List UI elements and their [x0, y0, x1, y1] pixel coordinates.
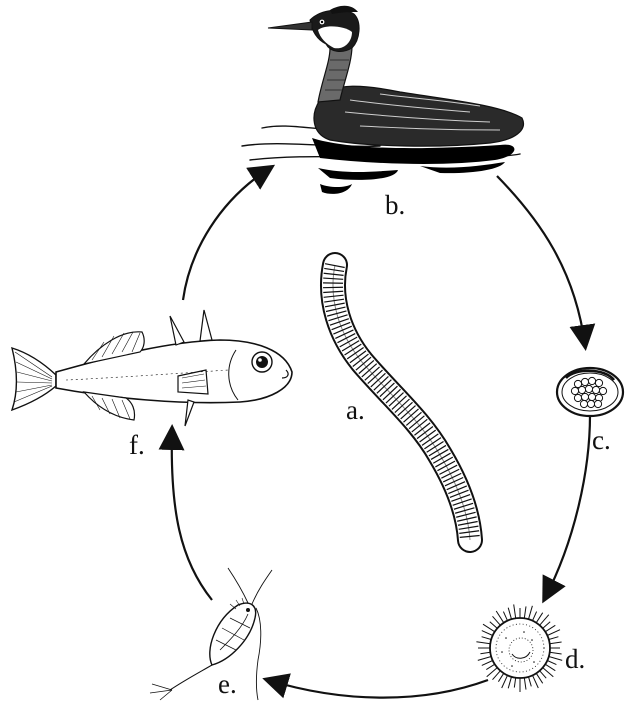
grebe-bird-icon	[242, 6, 523, 194]
stage-label-f: f.	[129, 432, 145, 459]
cilium	[543, 622, 551, 629]
cilium	[503, 612, 507, 621]
cilium	[547, 661, 556, 665]
cilium	[549, 657, 562, 661]
cilium	[529, 677, 532, 687]
cilium	[536, 673, 543, 683]
cilium	[524, 678, 526, 690]
cilium	[483, 624, 495, 632]
cilium	[550, 652, 562, 654]
cilium	[502, 675, 508, 688]
arrow-b-to-c	[497, 176, 585, 345]
arrow-f-to-b	[183, 168, 270, 300]
cilium	[545, 664, 555, 671]
cilium	[529, 606, 533, 619]
cilium	[496, 611, 504, 623]
cilium	[533, 612, 537, 621]
egg-icon	[557, 368, 623, 416]
cilium	[547, 630, 560, 636]
arrow-d-to-e	[268, 680, 488, 698]
cilium	[478, 657, 491, 661]
stage-label-e: e.	[218, 671, 237, 698]
stickleback-fish-icon	[12, 310, 292, 426]
cilium	[514, 678, 515, 688]
cilium	[549, 637, 559, 640]
cilium	[508, 677, 511, 689]
cilium	[533, 675, 539, 688]
cilium	[514, 604, 516, 618]
cilium	[490, 622, 498, 629]
cilium	[524, 606, 526, 618]
cilium	[493, 616, 501, 625]
cilium	[493, 671, 501, 680]
cilium	[545, 625, 555, 632]
cilium	[482, 631, 493, 636]
stage-label-d: d.	[565, 646, 585, 673]
cilium	[508, 608, 511, 620]
arrow-e-to-f	[172, 430, 212, 600]
stage-label-a: a.	[346, 397, 365, 424]
cilium	[480, 652, 490, 653]
stage-label-c: c.	[592, 427, 611, 454]
cilium	[498, 673, 503, 682]
cilium	[540, 671, 547, 679]
cilium	[486, 664, 495, 669]
cilium	[476, 642, 490, 644]
cilium	[536, 613, 543, 623]
cilium	[550, 642, 562, 644]
copepod-icon	[150, 568, 272, 700]
coracidium-icon	[476, 604, 562, 692]
cilium	[482, 661, 493, 666]
arrow-c-to-d	[545, 415, 590, 598]
cilium	[482, 637, 492, 640]
stage-label-b: b.	[385, 192, 405, 219]
